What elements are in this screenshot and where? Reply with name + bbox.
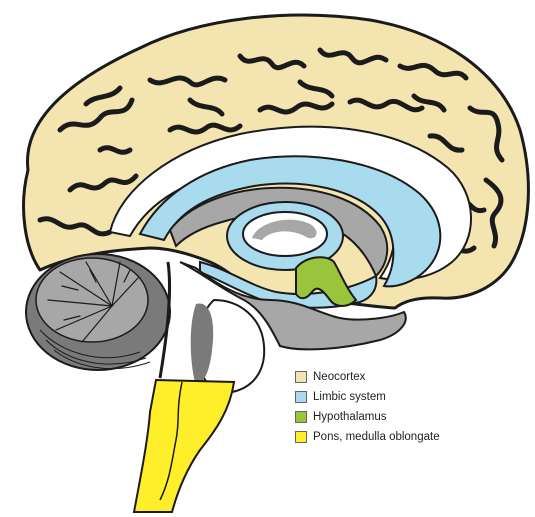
legend-swatch bbox=[295, 391, 307, 403]
legend-item-brainstem: Pons, medulla oblongate bbox=[295, 427, 440, 447]
legend-item-limbic-system: Limbic system bbox=[295, 387, 440, 407]
legend-label: Neocortex bbox=[313, 371, 365, 383]
legend-item-hypothalamus: Hypothalamus bbox=[295, 407, 440, 427]
legend: Neocortex Limbic system Hypothalamus Pon… bbox=[295, 367, 440, 447]
legend-label: Limbic system bbox=[313, 391, 386, 403]
legend-label: Hypothalamus bbox=[313, 411, 387, 423]
legend-label: Pons, medulla oblongate bbox=[313, 431, 440, 443]
legend-swatch bbox=[295, 431, 307, 443]
legend-swatch bbox=[295, 411, 307, 423]
legend-swatch bbox=[295, 371, 307, 383]
legend-item-neocortex: Neocortex bbox=[295, 367, 440, 387]
brainstem-medulla bbox=[134, 380, 234, 512]
